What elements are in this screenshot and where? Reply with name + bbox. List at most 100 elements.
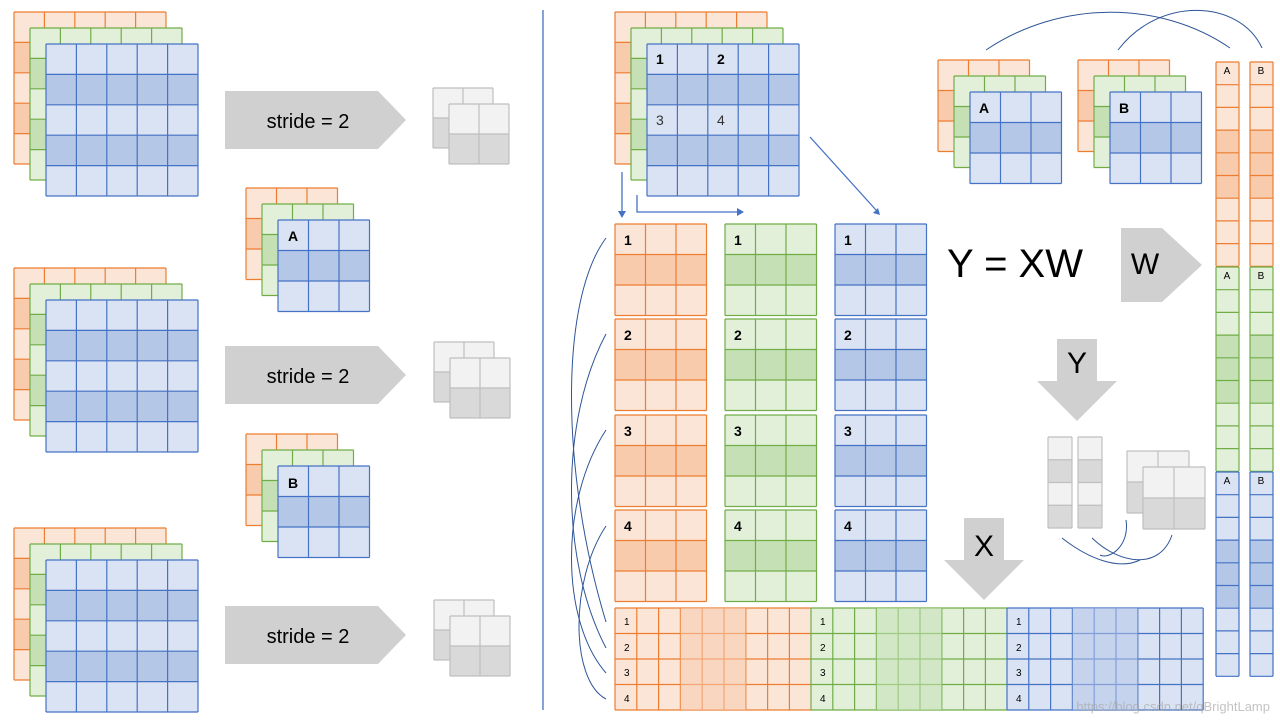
patch-orange-2-row [615,319,707,350]
patch-blue-1 [834,223,928,317]
arrow-w [1121,228,1202,302]
w-col-a-blue-row [1216,540,1239,563]
patch-orange-4 [614,509,708,603]
stride-arrow-2 [225,346,406,404]
patch-blue-1-row [835,285,927,316]
w-col-a-green-row [1216,357,1239,381]
patch-orange-4-row [615,571,707,602]
w-col-b-blue-row [1250,653,1273,677]
left-input-3-blue-row [46,620,198,652]
left-input-1-blue-row [46,165,198,196]
curve-y-col-b-to-map [1091,534,1173,561]
right-kernel-a-blue-row [970,122,1062,153]
left-input-1-blue-row [46,44,198,75]
w-col-b-blue-row [1250,608,1273,631]
w-col-a-orange-row [1216,130,1239,153]
x-row-green-3: 3 [820,668,826,679]
w-col-a-blue-row [1216,517,1239,541]
connector-right-head [737,208,744,216]
patch-blue-4-row [835,571,927,602]
patch-orange-2-row [615,380,707,411]
left-input-2-blue-row [46,330,198,361]
patch-orange-4-row [615,510,707,541]
y-col-b-row [1078,505,1102,528]
left-input-3-blue-row [46,560,198,591]
patch-orange-1 [614,223,708,317]
arrow-x [944,518,1024,600]
w-col-a-blue-row [1216,630,1239,654]
y-col-a-row [1048,482,1072,506]
right-input-blue [646,43,800,197]
w-col-a-orange-row [1216,84,1239,108]
kernel-label-b-right: B [1119,100,1129,116]
equation: Y = XW [947,242,1083,286]
patch-green-4-row [725,571,817,602]
patch-orange-4: 4 [624,518,632,534]
patch-blue-4: 4 [844,518,852,534]
x-matrix-orange [614,607,812,711]
patch-green-3: 3 [734,423,742,439]
patch-green-3 [724,414,818,508]
w-col-a-blue-row [1216,472,1239,495]
input-pos-4: 4 [717,112,725,128]
patch-blue-3-row [835,476,927,507]
w-col-b-1: B [1258,66,1265,77]
right-kernel-a-blue [969,91,1063,185]
stride-arrow-3 [225,606,406,664]
patch-green-2 [724,318,818,412]
w-col-b-3: B [1258,476,1265,487]
left-kernel-a-blue [277,219,371,313]
left-input-3-blue [45,559,199,713]
left-input-2-blue-row [46,300,198,331]
left-output-3-front [449,615,511,677]
w-col-a-orange-row [1216,198,1239,221]
y-col-a-row [1048,505,1072,528]
y-col-a [1047,436,1073,529]
stride-arrow-1 [225,91,406,149]
curve-patch4-to-row4 [578,525,607,700]
w-col-a-blue-row [1216,585,1239,609]
patch-green-3-row [725,415,817,446]
w-col-b-blue-row [1250,472,1273,495]
w-col-a-orange-row [1216,243,1239,267]
stride-label-1: stride = 2 [267,111,350,133]
patch-orange-1: 1 [624,232,632,248]
patch-green-1-row [725,285,817,316]
x-matrix-green [810,607,1008,711]
w-col-b-blue-row [1250,630,1273,654]
patch-blue-3-row [835,445,927,476]
arrow-y [1037,339,1117,421]
patch-orange-3-row [615,476,707,507]
patch-blue-2: 2 [844,327,852,343]
left-input-2-blue [45,299,199,453]
x-matrix-shade [1072,684,1138,710]
w-col-b-green-row [1250,289,1273,313]
w-col-b-blue-row [1250,562,1273,586]
patch-orange-2: 2 [624,327,632,343]
patch-orange-3-row [615,415,707,446]
input-pos-2: 2 [717,51,725,67]
left-output-1-front [448,103,510,165]
patch-blue-4 [834,509,928,603]
x-matrix-blue [1006,607,1204,711]
w-col-a-green-row [1216,403,1239,426]
w-col-b-green-row [1250,380,1273,404]
patch-orange-1-row [615,254,707,285]
right-kernel-b-blue-row [1110,153,1202,184]
w-col-a-blue-row [1216,608,1239,631]
arrow-x-label: X [974,530,994,563]
patch-green-4: 4 [734,518,742,534]
patch-blue-2 [834,318,928,412]
w-col-a-green-row [1216,267,1239,290]
w-col-b-green-row [1250,403,1273,426]
w-col-a-blue-row [1216,494,1239,518]
x-matrix-shade [680,659,746,685]
patch-orange-3-row [615,445,707,476]
w-col-a-orange-row [1216,175,1239,199]
w-col-b-orange-row [1250,175,1273,199]
left-kernel-a-blue-row [278,220,370,251]
x-row-green-1: 1 [820,617,826,628]
left-input-3-blue-row [46,681,198,712]
w-col-a-green-row [1216,380,1239,404]
curve-y-col-a-to-map [1061,537,1141,565]
